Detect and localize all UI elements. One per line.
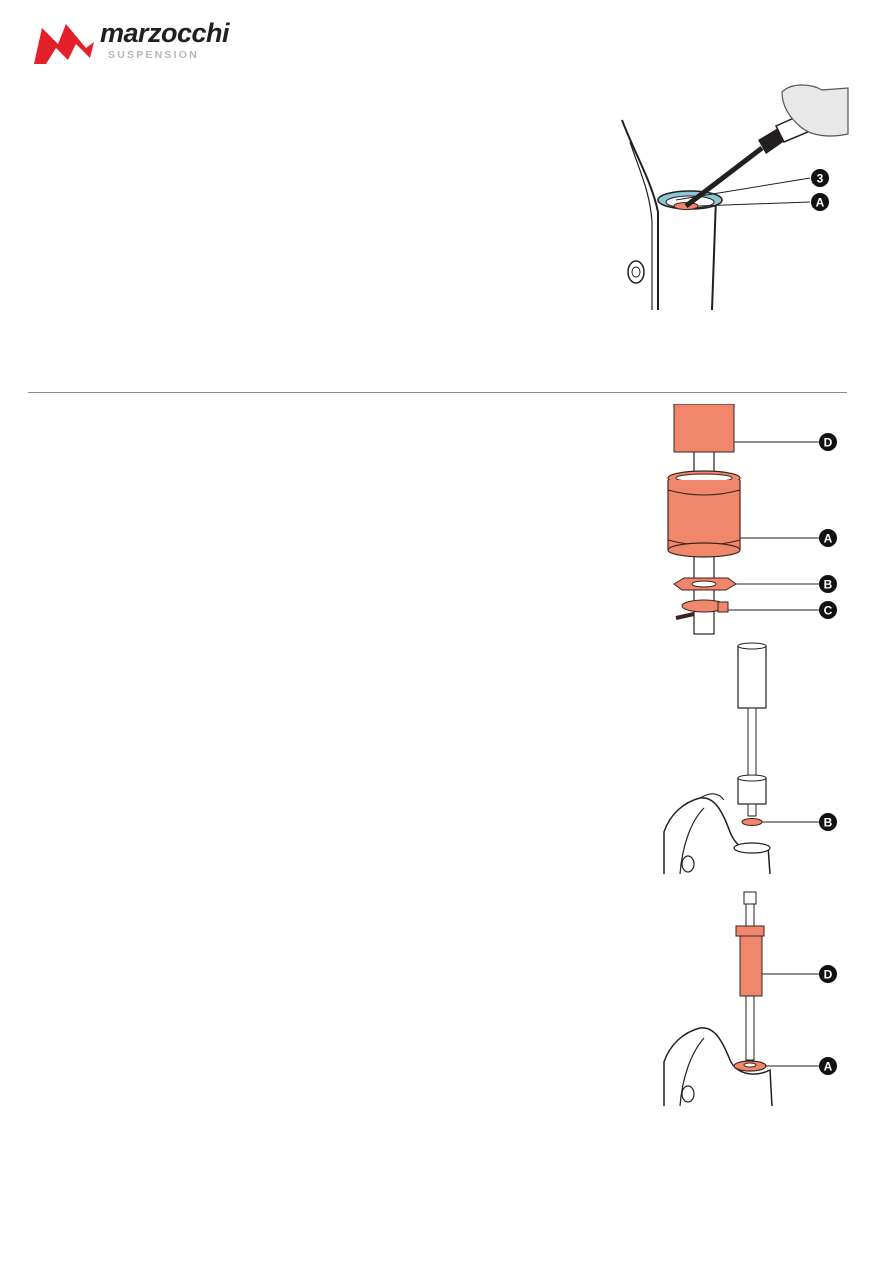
callout-c: C: [819, 601, 837, 619]
brand-logo: marzocchi SUSPENSION: [28, 14, 230, 70]
brand-name: marzocchi: [100, 18, 230, 48]
svg-text:C: C: [824, 604, 833, 618]
brand-tagline: SUSPENSION: [108, 49, 199, 61]
svg-text:B: B: [824, 578, 833, 592]
callout-d: D: [819, 433, 837, 451]
marzocchi-logo-mark-icon: [34, 24, 94, 64]
callout-a: A: [811, 193, 829, 211]
figure-3: B: [663, 642, 837, 874]
callout-b: B: [819, 575, 837, 593]
figure-1: 3 A: [621, 84, 849, 310]
svg-text:D: D: [824, 436, 833, 450]
figure-4: D A: [663, 891, 837, 1106]
svg-text:A: A: [824, 1060, 833, 1074]
callout-d: D: [819, 965, 837, 983]
svg-text:3: 3: [817, 172, 824, 186]
svg-text:A: A: [816, 196, 825, 210]
svg-text:B: B: [824, 816, 833, 830]
callout-3: 3: [811, 169, 829, 187]
figure-2: D A B C: [667, 404, 837, 635]
callout-b: B: [819, 813, 837, 831]
section-divider: [28, 392, 847, 393]
callout-a: A: [819, 1057, 837, 1075]
svg-text:D: D: [824, 968, 833, 982]
callout-a: A: [819, 529, 837, 547]
svg-text:A: A: [824, 532, 833, 546]
